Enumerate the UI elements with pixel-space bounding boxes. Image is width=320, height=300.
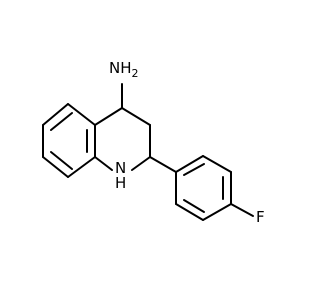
bond <box>67 156 96 178</box>
bond <box>42 103 69 126</box>
bond <box>183 163 205 176</box>
bond <box>149 156 177 173</box>
bond <box>42 156 69 178</box>
bond <box>175 155 204 173</box>
bond <box>202 155 232 173</box>
bond <box>67 103 96 126</box>
bond <box>50 112 73 131</box>
bond <box>131 156 151 171</box>
ring-nh-n-label: N <box>115 159 126 177</box>
ring-nh-h-label: H <box>115 174 126 192</box>
structure-canvas: NH2 N H F <box>42 59 265 226</box>
bond <box>94 107 123 126</box>
bond <box>230 203 254 217</box>
bonds <box>42 83 254 221</box>
bond <box>202 203 232 221</box>
amine-label: NH2 <box>109 59 139 80</box>
bond <box>175 203 204 221</box>
molecule-diagram: NH2 N H F <box>42 59 265 226</box>
bond <box>50 151 73 170</box>
bond <box>94 156 113 171</box>
bond <box>183 199 205 213</box>
bond <box>121 107 151 126</box>
atom-labels: NH2 N H F <box>109 59 265 226</box>
fluorine-label: F <box>256 208 265 226</box>
